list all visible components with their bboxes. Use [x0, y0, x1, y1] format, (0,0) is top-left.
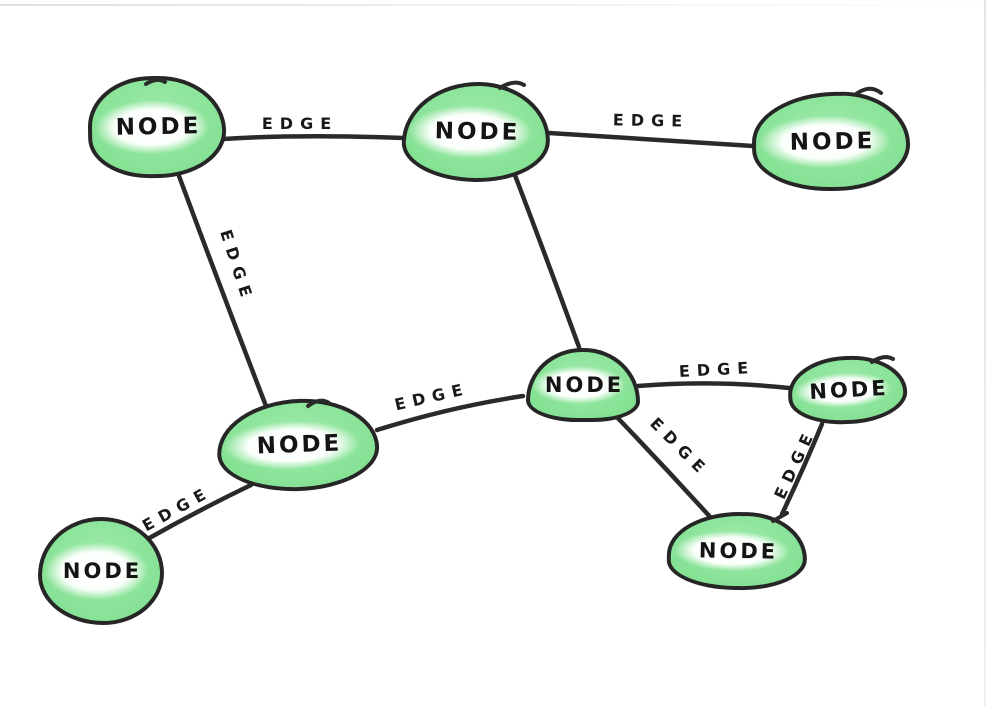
node-label: NODE — [434, 118, 521, 146]
node-label: NODE — [808, 375, 890, 404]
edge-line-topmiddle-center — [510, 167, 582, 350]
edge-line-topleft-topmiddle — [220, 133, 407, 142]
edge-line-center-bottomright — [609, 409, 715, 522]
edge-label: EDGE — [612, 110, 690, 131]
node-label: NODE — [789, 127, 876, 156]
node-label: NODE — [62, 559, 143, 583]
node-bottom-left: NODE — [38, 517, 164, 625]
edge-line-center-right — [635, 381, 792, 391]
edge-line-bottomleft-midleft — [141, 482, 254, 544]
edge-line-topmiddle-topright — [546, 130, 756, 149]
node-label: NODE — [544, 373, 625, 397]
node-label: NODE — [698, 538, 779, 564]
node-label: NODE — [256, 430, 343, 460]
node-center: NODE — [526, 348, 640, 422]
edge-line-midleft-center — [374, 393, 526, 433]
scan-edge-right — [984, 0, 986, 706]
scan-edge-top — [0, 4, 1000, 6]
edge-line-right-bottomright — [779, 421, 825, 517]
node-label: NODE — [115, 113, 202, 141]
edge-line-topleft-midleft — [176, 173, 269, 409]
edge-label: EDGE — [261, 114, 339, 133]
